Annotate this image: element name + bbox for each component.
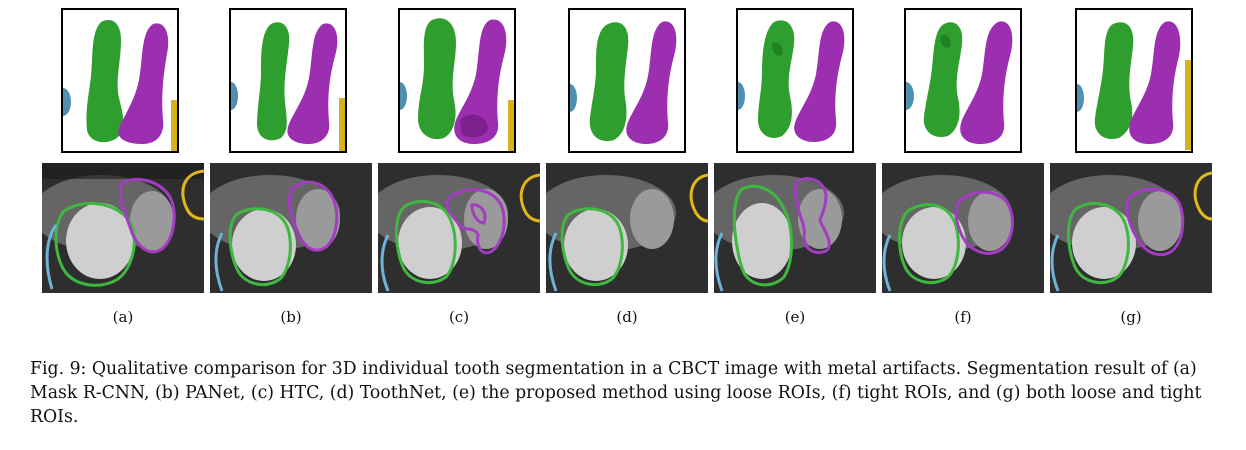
- ct-slice: [378, 163, 540, 293]
- tooth-3d-render: [398, 8, 516, 153]
- tooth-3d-render: [568, 8, 686, 153]
- panel-g: (g): [1050, 8, 1212, 328]
- tooth-3d-render: [1075, 8, 1193, 153]
- panel-label: (b): [280, 308, 302, 326]
- ct-slice: [1050, 163, 1212, 293]
- tooth-3d-render: [61, 8, 179, 153]
- panel-label: (d): [616, 308, 638, 326]
- ct-slice: [546, 163, 708, 293]
- panel-f: (f): [882, 8, 1044, 328]
- figure-9: (a) (b): [42, 8, 1214, 328]
- ct-slice: [42, 163, 204, 293]
- tooth-3d-render: [229, 8, 347, 153]
- panel-label: (g): [1120, 308, 1142, 326]
- panel-d: (d): [546, 8, 708, 328]
- tooth-3d-render: [736, 8, 854, 153]
- ct-slice: [210, 163, 372, 293]
- panel-c: (c): [378, 8, 540, 328]
- panel-label: (c): [448, 308, 470, 326]
- panel-e: (e): [714, 8, 876, 328]
- tooth-3d-render: [904, 8, 1022, 153]
- panel-label: (f): [954, 308, 972, 326]
- panel-label: (e): [784, 308, 806, 326]
- ct-slice: [714, 163, 876, 293]
- ct-slice: [882, 163, 1044, 293]
- panel-b: (b): [210, 8, 372, 328]
- panel-label: (a): [112, 308, 134, 326]
- figure-caption: Fig. 9: Qualitative comparison for 3D in…: [30, 359, 1202, 427]
- panel-a: (a): [42, 8, 204, 328]
